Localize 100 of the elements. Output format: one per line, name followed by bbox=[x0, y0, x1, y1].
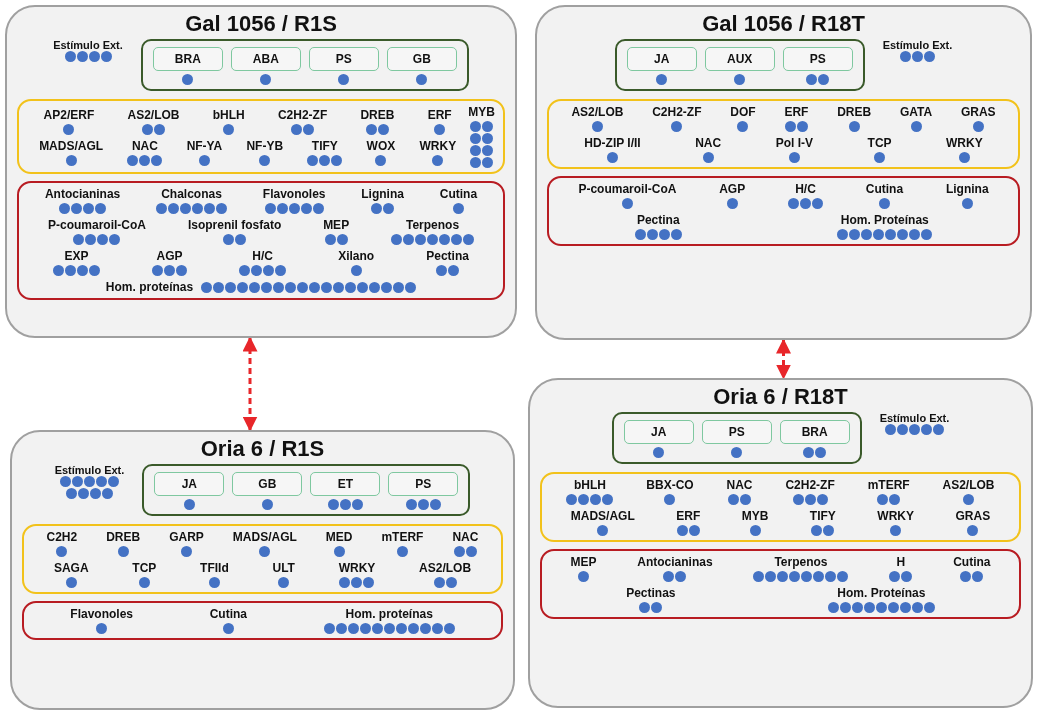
metabolite-label: Xilano bbox=[338, 249, 375, 263]
stimulus-label: Estímulo Ext. bbox=[882, 39, 953, 51]
metabolite-label: H/C bbox=[252, 249, 273, 263]
gene-family-label: NAC bbox=[131, 138, 158, 153]
gene-family-label: MYB bbox=[468, 105, 495, 119]
gene-family-label: NAC bbox=[695, 136, 722, 150]
metabolite-label: AGP bbox=[719, 182, 746, 196]
hormone-box: PS bbox=[701, 420, 772, 444]
gene-family-label: MED bbox=[325, 530, 353, 544]
gene-family-label: NF-YB bbox=[246, 138, 284, 153]
hormone-box: PS bbox=[308, 47, 379, 71]
gene-family-label: AP2/ERF bbox=[43, 107, 95, 122]
gene-family-label: AS2/LOB bbox=[419, 561, 472, 575]
gene-family-label: C2H2-ZF bbox=[277, 107, 328, 122]
gene-family-label: C2H2-ZF bbox=[785, 478, 835, 492]
double-headed-arrow bbox=[242, 336, 258, 432]
metabolite-label: Cutina bbox=[439, 187, 478, 201]
panel-title: Oria 6 / R1S bbox=[199, 436, 326, 462]
transcription-factor-panel bbox=[22, 524, 503, 594]
metabolite-label: Terpenos bbox=[406, 218, 460, 232]
metabolite-label: Hom. proteínas bbox=[105, 280, 194, 294]
metabolite-label: MEP bbox=[323, 218, 350, 232]
metabolism-panel bbox=[17, 181, 505, 300]
gene-family-label: MADS/AGL bbox=[232, 530, 297, 544]
gene-family-label: ERF bbox=[784, 105, 809, 119]
metabolite-label: Cutina bbox=[865, 182, 904, 196]
gene-family-label: DOF bbox=[730, 105, 756, 119]
sample-panel bbox=[528, 378, 1033, 708]
transcription-factor-panel bbox=[17, 99, 505, 174]
gene-family-label: mTERF bbox=[867, 478, 910, 492]
hormone-group-frame bbox=[140, 39, 469, 91]
gene-family-label: AS2/LOB bbox=[942, 478, 995, 492]
gene-family-label: AS2/LOB bbox=[571, 105, 624, 119]
gene-family-label: WOX bbox=[366, 138, 396, 153]
hormone-group-frame bbox=[611, 412, 862, 464]
panel-title: Gal 1056 / R1S bbox=[184, 11, 338, 37]
metabolite-label: H bbox=[896, 555, 906, 569]
metabolite-label: Chalconas bbox=[161, 187, 222, 201]
metabolite-label: H/C bbox=[795, 182, 816, 196]
hormone-group-frame bbox=[142, 464, 471, 516]
metabolite-label: AGP bbox=[156, 249, 183, 263]
gene-family-label: MYB bbox=[741, 509, 769, 523]
gene-family-label: GATA bbox=[899, 105, 933, 119]
metabolite-label: Hom. Proteínas bbox=[840, 213, 929, 227]
gene-family-label: DREB bbox=[106, 530, 141, 544]
gene-family-label: ERF bbox=[427, 107, 452, 122]
gene-family-label: TCP bbox=[867, 136, 892, 150]
gene-family-label: MADS/AGL bbox=[570, 509, 635, 523]
gene-family-label: HD-ZIP I/II bbox=[584, 136, 641, 150]
panel-title: Gal 1056 / R18T bbox=[701, 11, 866, 37]
metabolism-panel bbox=[540, 549, 1021, 619]
metabolite-label: Lignina bbox=[945, 182, 989, 196]
gene-family-label: BBX-CO bbox=[646, 478, 694, 492]
gene-family-label: WRKY bbox=[419, 138, 457, 153]
gene-family-label: NAC bbox=[452, 530, 479, 544]
hormone-box: JA bbox=[626, 47, 697, 71]
hormone-box: BRA bbox=[779, 420, 850, 444]
gene-family-label: ULT bbox=[272, 561, 295, 575]
panel-title: Oria 6 / R18T bbox=[712, 384, 849, 410]
gene-family-label: MADS/AGL bbox=[39, 138, 104, 153]
hormone-box: ABA bbox=[230, 47, 301, 71]
hormone-box: JA bbox=[623, 420, 694, 444]
gene-family-label: ERF bbox=[676, 509, 701, 523]
gene-family-label: TIFY bbox=[809, 509, 836, 523]
metabolite-label: Flavonoles bbox=[262, 187, 326, 201]
metabolite-label: P-coumaroil-CoA bbox=[47, 218, 146, 232]
metabolite-label: Flavonoles bbox=[70, 607, 133, 621]
sample-panel bbox=[5, 5, 517, 338]
gene-family-label: GRAS bbox=[960, 105, 996, 119]
metabolite-label: MEP bbox=[570, 555, 597, 569]
hormone-box: ET bbox=[310, 472, 381, 496]
gene-family-label: TFIId bbox=[200, 561, 229, 575]
metabolite-label: Hom. Proteínas bbox=[837, 586, 926, 600]
sample-panel bbox=[535, 5, 1032, 340]
metabolite-label: Pectina bbox=[426, 249, 469, 263]
gene-family-label: TIFY bbox=[311, 138, 338, 153]
gene-family-label: GARP bbox=[169, 530, 204, 544]
gene-family-label: DREB bbox=[837, 105, 872, 119]
gene-family-label: WRKY bbox=[946, 136, 983, 150]
stimulus-label: Estímulo Ext. bbox=[53, 39, 123, 51]
gene-family-label: Pol I-V bbox=[775, 136, 814, 150]
hormone-box: PS bbox=[388, 472, 459, 496]
stimulus-label: Estímulo Ext. bbox=[879, 412, 950, 424]
sample-panel bbox=[10, 430, 515, 710]
hormone-group-frame bbox=[614, 39, 865, 91]
gene-family-label: GRAS bbox=[955, 509, 991, 523]
metabolite-label: Pectinas bbox=[626, 586, 676, 600]
double-headed-arrow bbox=[776, 338, 791, 380]
metabolism-panel bbox=[22, 601, 503, 640]
metabolite-label: P-coumaroil-CoA bbox=[578, 182, 677, 196]
gene-family-label: WRKY bbox=[338, 561, 376, 575]
metabolite-label: Pectina bbox=[636, 213, 680, 227]
gene-family-label: TCP bbox=[132, 561, 157, 575]
gene-family-label: C2H2 bbox=[46, 530, 78, 544]
transcription-factor-panel bbox=[540, 472, 1021, 542]
gene-family-label: C2H2-ZF bbox=[652, 105, 702, 119]
gene-family-label: DREB bbox=[360, 107, 395, 122]
gene-family-label: SAGA bbox=[53, 561, 89, 575]
gene-family-label: NF-YA bbox=[186, 138, 223, 153]
hormone-box: BRA bbox=[152, 47, 223, 71]
